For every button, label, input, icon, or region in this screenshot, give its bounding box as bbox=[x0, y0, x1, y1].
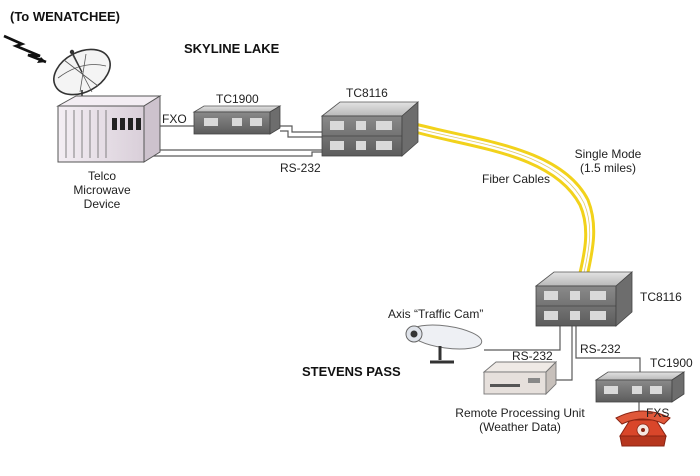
rpu-line-2: (Weather Data) bbox=[479, 420, 561, 434]
processing-unit-icon bbox=[482, 360, 558, 396]
cables bbox=[148, 125, 641, 420]
stevens-pass-label: STEVENS PASS bbox=[302, 364, 401, 379]
fiber-cable-b bbox=[406, 128, 588, 284]
telco-device-label: Telco Microwave Device bbox=[72, 169, 132, 211]
satellite-dish-icon bbox=[53, 48, 111, 103]
single-mode-line-2: (1.5 miles) bbox=[579, 161, 636, 175]
telco-line-3: Device bbox=[83, 197, 121, 211]
tc1900-to-tc8116-line-b bbox=[280, 130, 322, 138]
fxs-label: FXS bbox=[646, 406, 670, 420]
telco-line-2: Microwave bbox=[73, 183, 131, 197]
rs232-right-label: RS-232 bbox=[580, 342, 621, 356]
fiber-cables bbox=[406, 120, 596, 284]
telco-rack-icon bbox=[56, 95, 162, 163]
single-mode-line-1: Single Mode bbox=[574, 147, 642, 161]
to-wenatchee-label: (To WENATCHEE) bbox=[10, 9, 120, 24]
tc8116-top-device bbox=[320, 101, 420, 157]
tc1900-bottom-label: TC1900 bbox=[650, 356, 693, 370]
fiber-cable-a bbox=[406, 120, 596, 284]
tc8116-bottom-device bbox=[534, 271, 634, 327]
lightning-icon bbox=[3, 34, 47, 64]
skyline-lake-label: SKYLINE LAKE bbox=[184, 41, 280, 56]
tc8116-top-label: TC8116 bbox=[346, 86, 388, 100]
tc8116-bottom-label: TC8116 bbox=[640, 290, 682, 304]
rs232-top-label: RS-232 bbox=[280, 161, 321, 175]
rpu-line bbox=[552, 322, 573, 381]
rs232-cam-line bbox=[484, 322, 561, 351]
rs232-right-line bbox=[575, 322, 641, 372]
tc1900-top-device bbox=[192, 105, 282, 135]
tc1900-top-label: TC1900 bbox=[216, 92, 259, 106]
rpu-label: Remote Processing Unit (Weather Data) bbox=[440, 406, 600, 434]
fxo-label: FXO bbox=[162, 112, 187, 126]
telephone-icon bbox=[615, 410, 671, 447]
telco-line-1: Telco bbox=[87, 169, 116, 183]
axis-cam-label: Axis “Traffic Cam” bbox=[388, 307, 484, 321]
rs232-telco-line-b bbox=[148, 151, 322, 157]
fiber-cables-label: Fiber Cables bbox=[482, 172, 551, 186]
tc1900-to-tc8116-line-a bbox=[280, 125, 322, 133]
rpu-line-1: Remote Processing Unit bbox=[455, 406, 585, 420]
tc1900-bottom-device bbox=[594, 371, 686, 403]
camera-icon bbox=[405, 324, 483, 364]
single-mode-label: Single Mode (1.5 miles) bbox=[570, 147, 646, 175]
rs232-cam-label: RS-232 bbox=[512, 349, 553, 363]
